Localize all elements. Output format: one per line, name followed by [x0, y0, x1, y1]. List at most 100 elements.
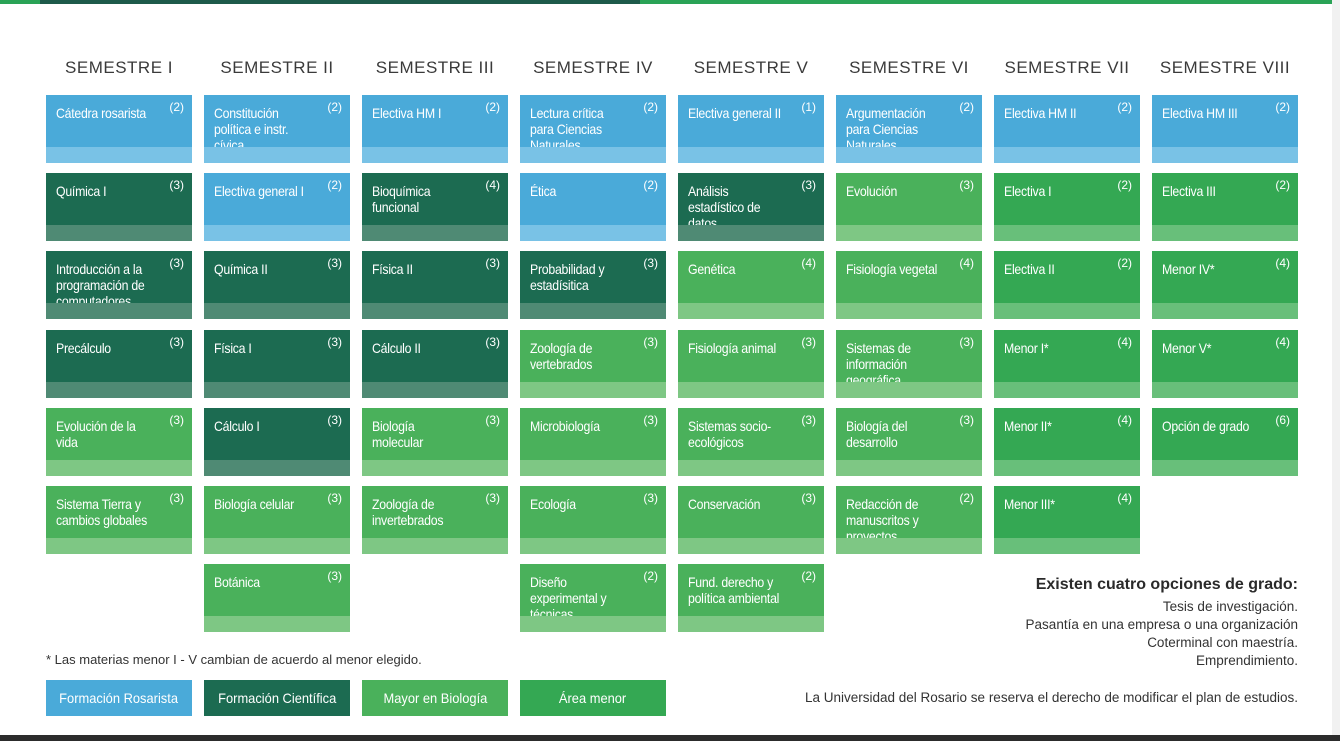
course-name: Química II — [214, 261, 268, 277]
course-card: Precálculo(3) — [46, 330, 192, 398]
course-card: Ecología(3) — [520, 486, 666, 554]
course-credits: (2) — [1117, 178, 1132, 192]
course-card: Fisiología animal(3) — [678, 330, 824, 398]
course-card: Biología molecular(3) — [362, 408, 508, 476]
course-credits: (3) — [327, 569, 342, 583]
course-card-strip — [1152, 460, 1298, 476]
course-name: Bioquímica funcional — [372, 183, 431, 215]
course-name: Genética — [688, 261, 736, 277]
course-name: Análisis estadístico de datos — [688, 183, 761, 231]
course-name: Sistema Tierra y cambios globales — [56, 496, 147, 528]
course-credits: (3) — [643, 256, 658, 270]
course-name: Constitución política e instr. cívica — [214, 105, 289, 153]
course-credits: (3) — [801, 491, 816, 505]
course-card-strip — [46, 147, 192, 163]
course-card-strip — [46, 460, 192, 476]
course-credits: (3) — [959, 178, 974, 192]
bottom-bar — [0, 735, 1340, 741]
course-name: Sistemas socio-ecológicos — [688, 418, 771, 450]
course-card-strip — [46, 225, 192, 241]
page-edge — [1332, 0, 1340, 741]
grado-option: Tesis de investigación. — [1162, 599, 1298, 614]
course-credits: (2) — [485, 100, 500, 114]
course-card-strip — [46, 382, 192, 398]
course-credits: (3) — [801, 335, 816, 349]
course-credits: (2) — [169, 100, 184, 114]
course-card-strip — [836, 382, 982, 398]
course-name: Lectura crítica para Ciencias Naturales — [530, 105, 604, 153]
course-card: Menor IV*(4) — [1152, 251, 1298, 319]
course-name: Sistemas de información geográfica — [846, 340, 911, 388]
course-card: Introducción a la programación de comput… — [46, 251, 192, 319]
course-card: Electiva HM III(2) — [1152, 95, 1298, 163]
course-name: Cátedra rosarista — [56, 105, 147, 121]
course-card-strip — [520, 538, 666, 554]
course-card-strip — [362, 382, 508, 398]
course-card-strip — [204, 460, 350, 476]
course-card: Menor III*(4) — [994, 486, 1140, 554]
course-name: Microbiología — [530, 418, 600, 434]
course-card: Zoología de vertebrados(3) — [520, 330, 666, 398]
menor-footnote: * Las materias menor I - V cambian de ac… — [46, 652, 422, 667]
course-credits: (4) — [485, 178, 500, 192]
course-credits: (2) — [327, 100, 342, 114]
course-card: Conservación(3) — [678, 486, 824, 554]
course-credits: (4) — [1117, 413, 1132, 427]
semester-heading: SEMESTRE VII — [1004, 58, 1130, 77]
course-credits: (3) — [643, 335, 658, 349]
course-card: Bioquímica funcional (4) — [362, 173, 508, 241]
course-card-strip — [994, 303, 1140, 319]
course-credits: (2) — [1275, 178, 1290, 192]
grado-option: Emprendimiento. — [1195, 653, 1298, 668]
legend-formacion-rosarista: Formación Rosarista — [46, 680, 192, 716]
course-card-strip — [836, 303, 982, 319]
course-card: Sistemas de información geográfica(3) — [836, 330, 982, 398]
course-card: Electiva general II (1) — [678, 95, 824, 163]
course-card-strip — [204, 382, 350, 398]
semester-heading: SEMESTRE I — [65, 58, 173, 77]
course-credits: (2) — [959, 100, 974, 114]
course-card-strip — [1152, 225, 1298, 241]
course-card-strip — [836, 460, 982, 476]
course-credits: (1) — [801, 100, 816, 114]
course-name: Electiva III — [1162, 183, 1216, 199]
course-credits: (3) — [801, 413, 816, 427]
course-card: Cátedra rosarista (2) — [46, 95, 192, 163]
course-name: Biología celular — [214, 496, 295, 512]
course-name: Electiva I — [1004, 183, 1052, 199]
course-name: Fisiología vegetal — [846, 261, 938, 277]
legend-label: Formación Rosarista — [59, 690, 179, 706]
course-card: Química I(3) — [46, 173, 192, 241]
course-card-strip — [678, 460, 824, 476]
course-credits: (3) — [643, 491, 658, 505]
course-card: Menor I*(4) — [994, 330, 1140, 398]
course-card-strip — [520, 147, 666, 163]
course-name: Probabilidad y estadísitica — [530, 261, 605, 293]
semester-heading: SEMESTRE IV — [533, 58, 653, 77]
course-credits: (3) — [169, 178, 184, 192]
course-card-strip — [678, 616, 824, 632]
course-card: Sistema Tierra y cambios globales(3) — [46, 486, 192, 554]
course-credits: (3) — [169, 413, 184, 427]
course-name: Introducción a la programación de comput… — [56, 261, 145, 309]
course-credits: (3) — [327, 335, 342, 349]
course-name: Electiva II — [1004, 261, 1055, 277]
course-card-strip — [678, 147, 824, 163]
course-card: Menor V*(4) — [1152, 330, 1298, 398]
course-card-strip — [1152, 303, 1298, 319]
course-name: Biología del desarrollo — [846, 418, 908, 450]
course-name: Electiva general II — [688, 105, 781, 121]
course-name: Cálculo II — [372, 340, 421, 356]
course-credits: (2) — [801, 569, 816, 583]
course-card: Constitución política e instr. cívica (2) — [204, 95, 350, 163]
course-name: Menor IV* — [1162, 261, 1215, 277]
course-card: Física I(3) — [204, 330, 350, 398]
legend-label: Formación Científica — [217, 690, 337, 706]
course-card-strip — [520, 303, 666, 319]
course-credits: (3) — [801, 178, 816, 192]
course-name: Redacción de manuscritos y proyectos — [846, 496, 919, 544]
course-credits: (6) — [1275, 413, 1290, 427]
semester-heading: SEMESTRE V — [693, 58, 809, 77]
course-card-strip — [204, 538, 350, 554]
course-credits: (3) — [485, 335, 500, 349]
